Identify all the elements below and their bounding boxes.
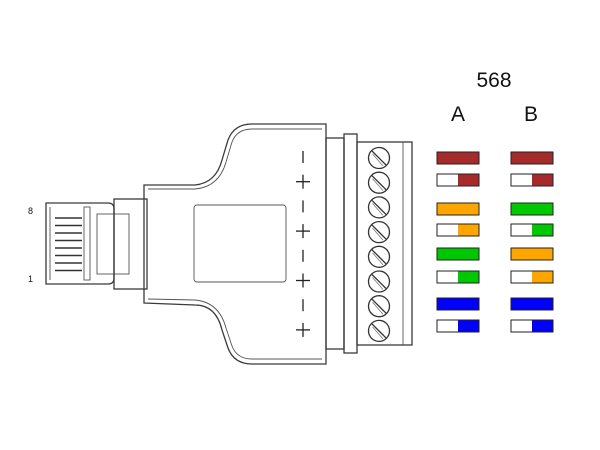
rj45-plug: 8 1 bbox=[28, 198, 148, 290]
wire-swatch-striped bbox=[436, 173, 480, 187]
column-a-swatches bbox=[436, 151, 480, 333]
wire-swatch-solid bbox=[510, 247, 554, 261]
plus-sign bbox=[296, 322, 310, 337]
pin-8-label: 8 bbox=[28, 206, 33, 216]
wire-swatch-solid bbox=[436, 247, 480, 261]
wire-swatch-striped bbox=[436, 223, 480, 237]
terminal-screw bbox=[367, 295, 391, 318]
wire-swatch-solid bbox=[510, 297, 554, 311]
wire-color-columns: A B bbox=[436, 103, 554, 333]
terminal-screw bbox=[367, 171, 391, 194]
housing-label-area bbox=[193, 204, 287, 283]
plus-sign bbox=[296, 174, 310, 189]
wire-swatch-striped bbox=[510, 270, 554, 284]
terminal-screw bbox=[367, 245, 391, 268]
wire-swatch-striped bbox=[436, 319, 480, 333]
wire-swatch-solid bbox=[436, 202, 480, 216]
column-a-label: A bbox=[451, 103, 465, 126]
plus-sign bbox=[296, 224, 310, 239]
wire-swatch-striped bbox=[436, 270, 480, 284]
terminal-screws bbox=[367, 146, 391, 343]
wire-swatch-striped bbox=[510, 223, 554, 237]
terminal-screw bbox=[367, 146, 391, 170]
wire-swatch-solid bbox=[510, 202, 554, 216]
column-b: B bbox=[510, 103, 554, 333]
terminal-screw bbox=[367, 220, 391, 244]
terminal-screw bbox=[367, 196, 391, 219]
terminal-block bbox=[325, 133, 413, 354]
pin-1-label: 1 bbox=[28, 274, 33, 284]
column-a: A bbox=[436, 103, 480, 333]
column-b-label: B bbox=[524, 103, 538, 126]
standard-label: 568 bbox=[476, 69, 511, 92]
plug-contacts bbox=[55, 217, 82, 272]
terminal-screw bbox=[367, 319, 391, 343]
adapter-housing bbox=[143, 123, 327, 365]
wire-swatch-solid bbox=[436, 297, 480, 311]
wire-swatch-solid bbox=[510, 151, 554, 165]
wire-swatch-striped bbox=[510, 319, 554, 333]
wire-swatch-striped bbox=[510, 173, 554, 187]
plus-sign bbox=[296, 273, 310, 288]
terminal-screw bbox=[367, 270, 391, 293]
column-b-swatches bbox=[510, 151, 554, 333]
polarity-marks bbox=[296, 151, 310, 337]
wire-swatch-solid bbox=[436, 151, 480, 165]
